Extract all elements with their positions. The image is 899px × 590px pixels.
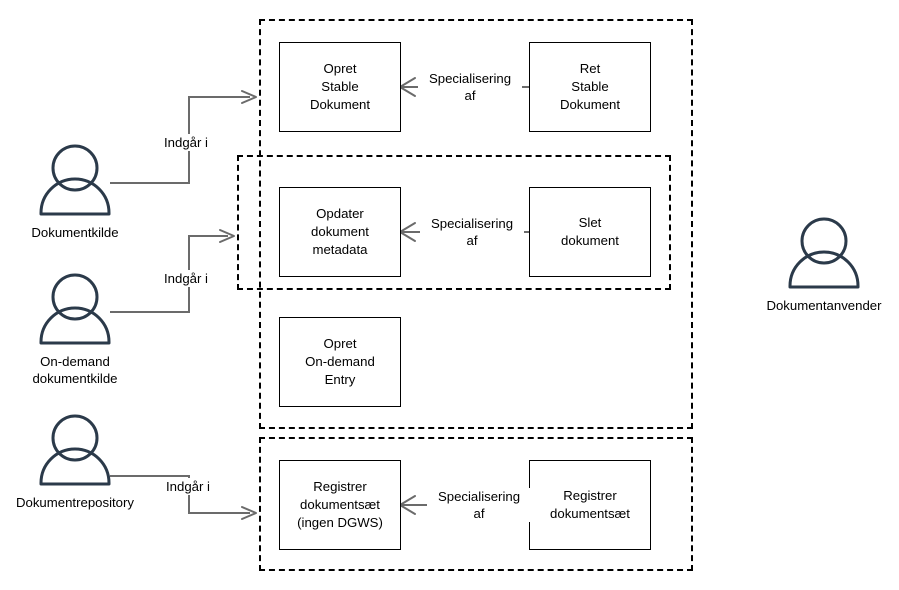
actor-icon-on-demand-dokumentkilde xyxy=(39,273,111,345)
usecase-opdater-dokument-metadata[interactable]: Opdater dokument metadata xyxy=(279,187,401,277)
usecase-registrer-dokumentsaet[interactable]: Registrer dokumentsæt xyxy=(529,460,651,550)
actor-label-dokumentanvender: Dokumentanvender xyxy=(766,298,882,313)
edge-label-specialisering-af-2: Specialisering af xyxy=(420,215,524,249)
actor-label-dokumentkilde: Dokumentkilde xyxy=(31,225,119,240)
edge-label-indgaar-i-1: Indgår i xyxy=(154,134,218,151)
usecase-registrer-dokumentsaet-ingen-dgws[interactable]: Registrer dokumentsæt (ingen DGWS) xyxy=(279,460,401,550)
edge-label-specialisering-af-1: Specialisering af xyxy=(418,70,522,104)
usecase-slet-dokument[interactable]: Slet dokument xyxy=(529,187,651,277)
actor-label-on-demand-dokumentkilde: On-demand dokumentkilde xyxy=(32,354,118,386)
actor-label-dokumentrepository: Dokumentrepository xyxy=(15,495,134,510)
usecase-ret-stable-dokument[interactable]: Ret Stable Dokument xyxy=(529,42,651,132)
group-box-outer-top xyxy=(259,19,693,429)
edge-label-indgaar-i-3: Indgår i xyxy=(156,478,220,495)
usecase-opret-on-demand-entry[interactable]: Opret On-demand Entry xyxy=(279,317,401,407)
actor-icon-dokumentanvender xyxy=(788,217,860,289)
actor-icon-dokumentkilde xyxy=(39,144,111,216)
usecase-opret-stable-dokument[interactable]: Opret Stable Dokument xyxy=(279,42,401,132)
group-box-inner-middle xyxy=(237,155,671,290)
actor-icon-dokumentrepository xyxy=(39,414,111,486)
edge-label-specialisering-af-3: Specialisering af xyxy=(427,488,531,522)
group-box-bottom xyxy=(259,437,693,571)
edge-label-indgaar-i-2: Indgår i xyxy=(154,270,218,287)
